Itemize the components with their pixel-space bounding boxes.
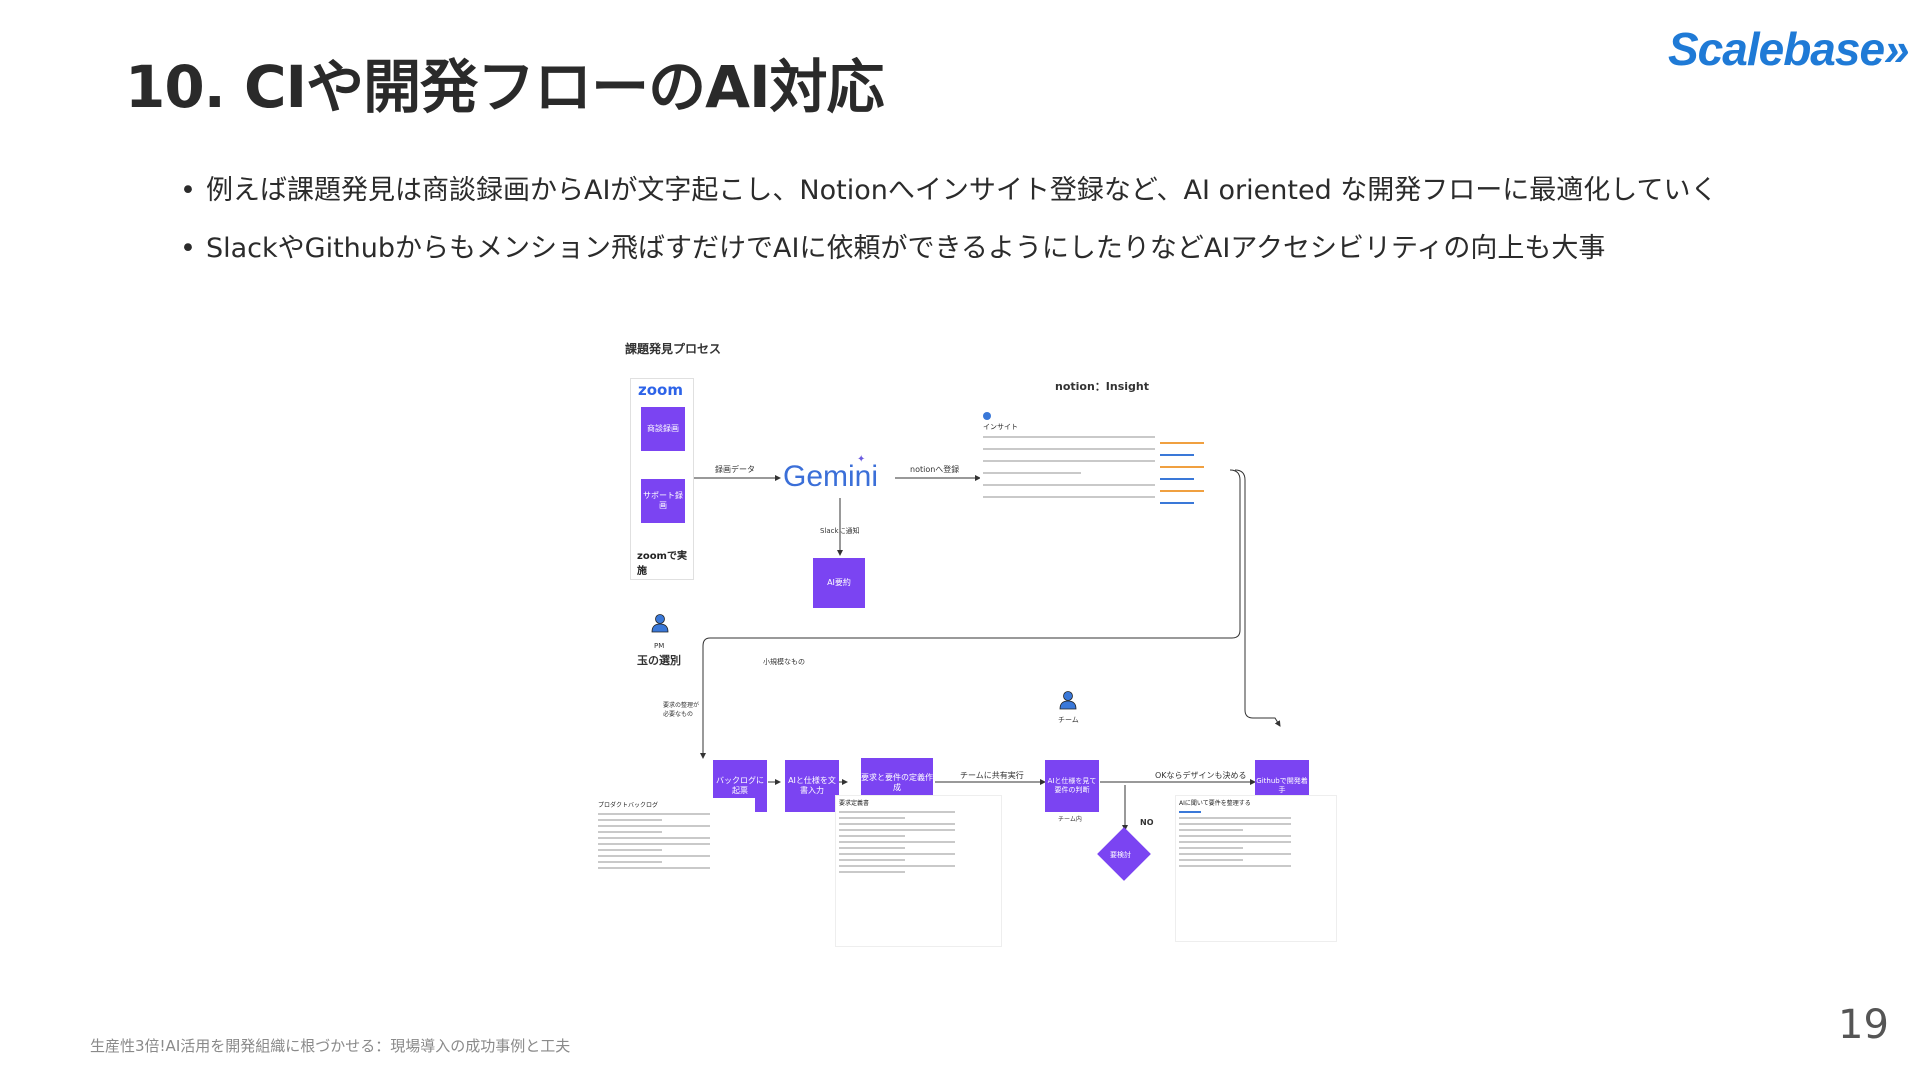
- requirements-doc-thumbnail: 要求定義書: [835, 795, 1002, 947]
- decision-diamond-label: 要検討: [1110, 851, 1131, 859]
- zoom-caption: zoomで実施: [637, 551, 687, 577]
- team-person-icon: [1059, 691, 1077, 710]
- bullet-item: 例えば課題発見は商談録画からAIが文字起こし、Notionへインサイト登録など、…: [180, 162, 1718, 220]
- gemini-logo: Gemini: [783, 460, 879, 493]
- scalebase-logo: Scalebase»: [1668, 23, 1910, 75]
- pm-person-icon: [651, 614, 669, 633]
- bullet-list: 例えば課題発見は商談録画からAIが文字起こし、Notionへインサイト登録など、…: [180, 162, 1718, 278]
- no-label: NO: [1140, 818, 1154, 827]
- zoom-box-support-recording: サポート録画: [641, 479, 685, 523]
- team-review-box: AIと仕様を見て要件の判断: [1045, 760, 1099, 812]
- github-thumb-title: AIに聞いて要件を整理する: [1179, 800, 1251, 807]
- zoom-box-sales-recording: 商談録画: [641, 407, 685, 451]
- criteria-note: 要求の整理が必要なもの: [663, 702, 700, 718]
- zoom-panel: zoom 商談録画 サポート録画 zoomで実施: [630, 378, 694, 580]
- dev-flow-diagram: 課題発見プロセス zoom 商談録画 サポート録画 zoomで実施 録画データ …: [595, 330, 1345, 950]
- section-title: 課題発見プロセス: [625, 342, 722, 356]
- notion-insight-thumbnail: インサイト: [980, 410, 1225, 530]
- slide-title: 10. CIや開発フローのAI対応: [125, 53, 885, 121]
- flow-box-ai-spec: AIと仕様を文書入力: [785, 760, 839, 812]
- github-issue-thumbnail: AIに聞いて要件を整理する: [1175, 795, 1337, 942]
- notion-page-title: インサイト: [983, 423, 1018, 431]
- team-subcaption: チーム内: [1058, 816, 1082, 823]
- small-items-label: 小規模なもの: [763, 658, 805, 666]
- arrow-label-ok-design: OKならデザインも決める: [1155, 771, 1247, 780]
- backlog-thumb-title: プロダクトバックログ: [598, 802, 659, 809]
- notion-page-icon: [983, 412, 991, 420]
- slide-footer: 生産性3倍!AI活用を開発組織に根づかせる：現場導入の成功事例と工夫: [90, 1037, 571, 1055]
- gemini-sparkle-icon: ✦: [857, 454, 866, 465]
- backlog-thumbnail: プロダクトバックログ: [595, 798, 755, 938]
- pm-caption: 玉の選別: [637, 654, 681, 667]
- page-number: 19: [1838, 1002, 1889, 1048]
- diagram-connectors: [693, 469, 1281, 831]
- arrow-label-slack: Slackに通知: [820, 527, 860, 535]
- arrow-label-recording: 録画データ: [715, 465, 755, 474]
- team-label: チーム: [1058, 716, 1079, 724]
- notion-title: notion：Insight: [1055, 380, 1150, 393]
- pm-label: PM: [654, 642, 665, 650]
- spec-thumb-title: 要求定義書: [839, 800, 870, 807]
- zoom-logo: zoom: [638, 381, 683, 399]
- bullet-item: SlackやGithubからもメンション飛ばすだけでAIに依頼ができるようにした…: [180, 220, 1718, 278]
- ai-summary-box: AI要約: [813, 558, 865, 608]
- arrow-label-to-notion: notionへ登録: [910, 465, 960, 474]
- arrow-label-to-team: チームに共有実行: [960, 771, 1024, 780]
